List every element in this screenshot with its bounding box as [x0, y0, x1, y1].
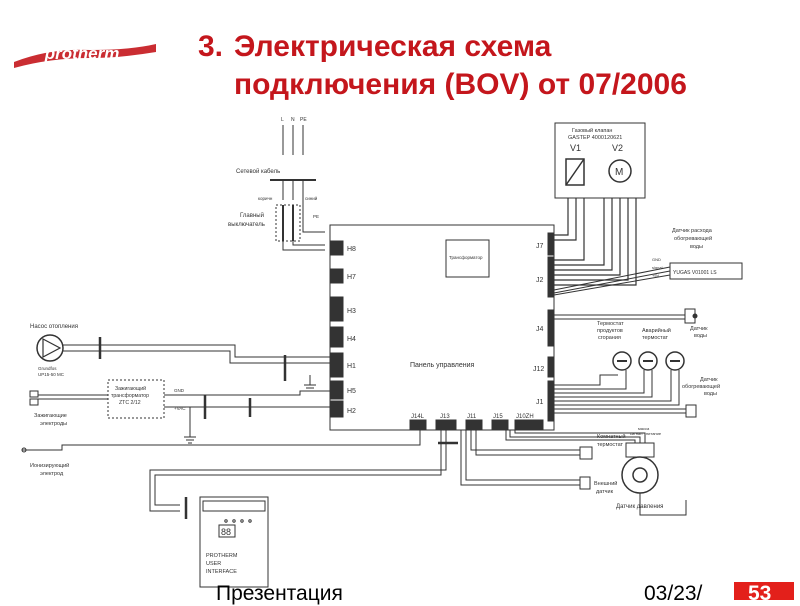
- valve-v2: V2: [612, 143, 623, 153]
- valve-v1: V1: [570, 143, 581, 153]
- page-number: 53: [748, 582, 772, 605]
- ionizing-electrode: [21, 447, 27, 453]
- wire-color-pe: PE: [313, 214, 319, 219]
- title-number: 3.: [198, 30, 224, 63]
- protherm-logo: protherm: [14, 44, 156, 68]
- connector-h2: H2: [347, 408, 356, 415]
- terminal-l: L: [281, 117, 284, 123]
- user-interface: [199, 496, 269, 588]
- pressure-pin-ground: масса: [638, 426, 650, 431]
- ui-display: [218, 524, 236, 538]
- footer-presentation: Презентация: [216, 582, 343, 605]
- transformer-box: [445, 239, 490, 278]
- logo-swoosh: [14, 44, 156, 68]
- main-switch: [275, 204, 301, 242]
- right-connectors: J7 J2 J4 J12 J1: [533, 232, 555, 422]
- page-title: 3. Электрическая схема подключения (BOV) …: [198, 28, 687, 104]
- valve-motor: [608, 159, 632, 183]
- flow-pin-gnd: GND: [652, 257, 661, 262]
- flow-pin-5v: +5V: [652, 273, 660, 278]
- ignition-vac: +VAC: [174, 406, 186, 411]
- connector-h4: H4: [347, 336, 356, 343]
- logo-text: protherm: [44, 44, 120, 63]
- connector-h1: H1: [347, 363, 356, 370]
- control-board: [329, 224, 555, 431]
- flow-sensor-model: YUGAS V01001 LS: [673, 270, 717, 276]
- connector-j2: J2: [536, 277, 544, 284]
- transformer-label: Трансформатор: [449, 255, 483, 260]
- connector-j15: J15: [493, 414, 503, 420]
- connector-h7: H7: [347, 274, 356, 281]
- board-label: Панель управления: [410, 362, 475, 369]
- cable-label: Сетевой кабель: [236, 168, 280, 175]
- connector-j10zh: J10ZH: [516, 414, 534, 420]
- heating-sensor-body: [665, 351, 685, 371]
- valve-coil-v1: [565, 158, 585, 186]
- pressure-sensor-label: Датчик давления: [616, 504, 663, 510]
- connector-j11: J11: [467, 414, 477, 420]
- connector-h3: H3: [347, 308, 356, 315]
- title-line-1: Электрическая схема: [234, 30, 552, 63]
- connector-h5: H5: [347, 388, 356, 395]
- connector-j13: J13: [440, 414, 450, 420]
- electrode-1: [29, 390, 39, 398]
- outdoor-sensor: [579, 476, 591, 490]
- gas-valve: [554, 122, 646, 199]
- page-number-badge: 53: [734, 582, 794, 605]
- pressure-sensor: [621, 456, 659, 494]
- electrode-2: [29, 398, 39, 406]
- terminal-pe: PE: [300, 117, 307, 123]
- mains-terminals: L N PE: [281, 117, 307, 155]
- left-connectors: H8 H7 H3 H4 H1 H5 H2: [330, 240, 356, 418]
- title-line-2: подключения (BOV) от 07/2006: [234, 68, 687, 101]
- connector-j12: J12: [533, 366, 544, 373]
- connector-j14l: J14L: [411, 414, 425, 420]
- terminal-n: N: [291, 117, 295, 123]
- connector-j7: J7: [536, 243, 544, 250]
- connector-j4: J4: [536, 326, 544, 333]
- heating-water-sensor: [685, 404, 697, 418]
- ignition-gnd: GND: [174, 388, 185, 393]
- wire-color-right: синий: [305, 195, 318, 201]
- emergency-thermostat: [638, 351, 658, 371]
- flow-pin-signal: signal: [652, 265, 663, 270]
- wire-color-left: коричн: [258, 196, 273, 201]
- connector-h8: H8: [347, 246, 356, 253]
- bottom-connectors: J14L J13 J11 J15 J10ZH: [409, 414, 544, 431]
- footer-date: 03/23/: [644, 582, 703, 605]
- wiring-diagram: L N PE Сетевой кабель коричн синий PE Гл…: [21, 117, 743, 588]
- heating-pump: [36, 334, 64, 362]
- pump-label: Насос отопления: [30, 324, 78, 330]
- motor-label: M: [615, 167, 623, 178]
- ui-display-digits: 88: [221, 527, 231, 537]
- exhaust-thermostat: [612, 351, 632, 371]
- room-thermostat: [579, 446, 593, 460]
- pressure-pin-power: питание: [646, 431, 662, 436]
- connector-j1: J1: [536, 399, 544, 406]
